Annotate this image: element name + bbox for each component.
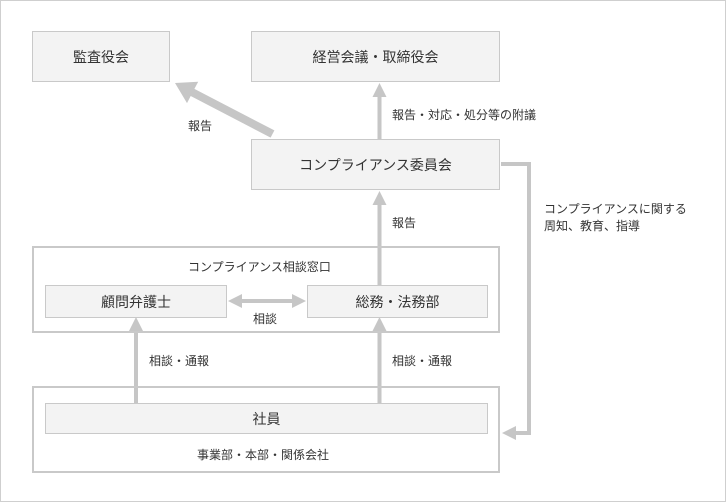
consult-between-label: 相談 (253, 312, 278, 326)
audit-board-box: 監査役会 (32, 31, 170, 82)
arrow-employees-to-lawyer (129, 317, 143, 403)
report-to-board-label: 報告・対応・処分等の附議 (392, 108, 537, 122)
consult-report-left-label: 相談・通報 (149, 354, 210, 368)
general-affairs-label: 総務・法務部 (355, 294, 440, 311)
management-board-box: 経営会議・取締役会 (251, 31, 500, 82)
general-affairs-box: 総務・法務部 (307, 285, 488, 318)
compliance-education-label-line2: 周知、教育、指導 (544, 219, 641, 233)
management-board-label: 経営会議・取締役会 (312, 49, 439, 66)
compliance-committee-label: コンプライアンス委員会 (299, 157, 452, 174)
arrow-general-to-committee (372, 191, 387, 285)
audit-board-label: 監査役会 (73, 49, 129, 66)
arrow-employees-to-general (372, 317, 387, 403)
compliance-education-label-line1: コンプライアンスに関する (544, 202, 687, 216)
employees-scope-label: 事業部・本部・関係会社 (197, 448, 330, 462)
compliance-committee-box: コンプライアンス委員会 (251, 139, 500, 190)
arrow-lawyer-general (228, 294, 306, 308)
employees-frame (32, 386, 500, 473)
report-to-audit-label: 報告 (188, 119, 213, 133)
arrow-committee-to-audit (175, 81, 275, 138)
employees-box: 社員 (45, 403, 488, 434)
arrow-committee-to-board (372, 83, 387, 139)
report-to-committee-label: 報告 (392, 216, 417, 230)
consultation-window-frame (32, 246, 500, 333)
consult-report-right-label: 相談・通報 (392, 354, 453, 368)
employees-label: 社員 (252, 411, 281, 428)
arrow-committee-to-employees (501, 162, 531, 440)
legal-advisor-box: 顧問弁護士 (45, 285, 227, 318)
legal-advisor-label: 顧問弁護士 (101, 294, 171, 311)
consultation-window-title: コンプライアンス相談窓口 (188, 260, 331, 274)
